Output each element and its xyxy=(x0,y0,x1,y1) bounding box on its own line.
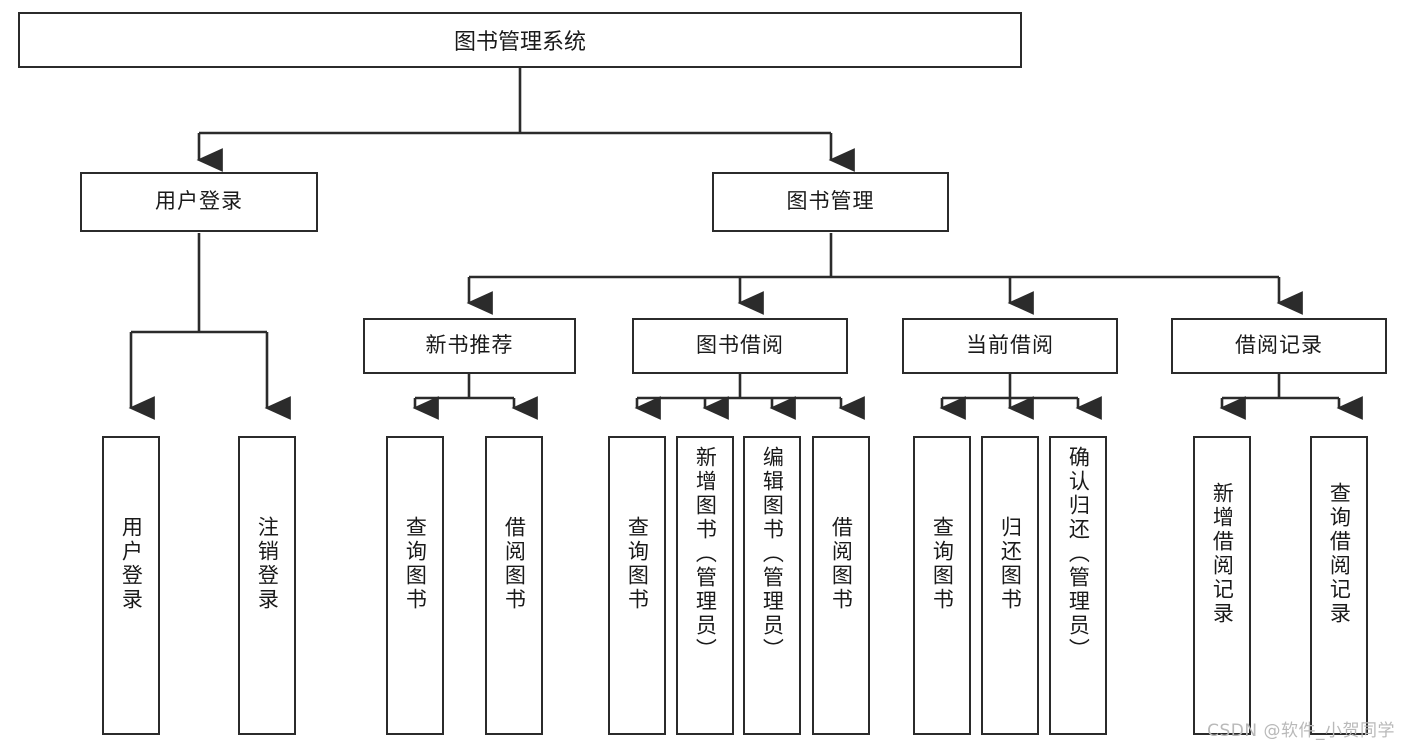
leaf-add-record[interactable]: 新增借阅记录 xyxy=(1193,436,1251,735)
node-book-manage-label: 图书管理 xyxy=(786,189,875,214)
leaf-add-book[interactable]: 新增图书（管理员） xyxy=(676,436,734,735)
leaf-confirm-return[interactable]: 确认归还（管理员） xyxy=(1049,436,1107,735)
node-book-borrow-label: 图书借阅 xyxy=(696,333,784,358)
node-user-login[interactable]: 用户登录 xyxy=(80,172,318,232)
watermark-text: CSDN @软件_小贺同学 xyxy=(1207,721,1395,741)
leaf-query-book-1[interactable]: 查询图书 xyxy=(386,436,444,735)
node-new-book-recommend[interactable]: 新书推荐 xyxy=(363,318,576,374)
node-new-book-recommend-label: 新书推荐 xyxy=(425,333,514,358)
node-book-manage[interactable]: 图书管理 xyxy=(712,172,949,232)
leaf-borrow-book-2[interactable]: 借阅图书 xyxy=(812,436,870,735)
leaf-return-book[interactable]: 归还图书 xyxy=(981,436,1039,735)
leaf-user-login-label: 用户登录 xyxy=(119,516,144,612)
node-current-borrow-label: 当前借阅 xyxy=(966,333,1054,358)
leaf-add-record-label: 新增借阅记录 xyxy=(1210,482,1235,626)
node-borrow-record[interactable]: 借阅记录 xyxy=(1171,318,1387,374)
leaf-add-book-label: 新增图书（管理员） xyxy=(693,446,718,662)
leaf-query-book-2[interactable]: 查询图书 xyxy=(608,436,666,735)
leaf-query-book-3[interactable]: 查询图书 xyxy=(913,436,971,735)
node-user-login-label: 用户登录 xyxy=(155,189,243,214)
leaf-edit-book[interactable]: 编辑图书（管理员） xyxy=(743,436,801,735)
leaf-query-book-3-label: 查询图书 xyxy=(930,516,955,612)
leaf-return-book-label: 归还图书 xyxy=(998,516,1023,612)
node-borrow-record-label: 借阅记录 xyxy=(1235,333,1323,358)
leaf-edit-book-label: 编辑图书（管理员） xyxy=(760,446,785,662)
leaf-query-book-1-label: 查询图书 xyxy=(403,516,428,612)
node-current-borrow[interactable]: 当前借阅 xyxy=(902,318,1118,374)
leaf-query-record-label: 查询借阅记录 xyxy=(1327,482,1352,626)
leaf-query-record[interactable]: 查询借阅记录 xyxy=(1310,436,1368,735)
leaf-user-login[interactable]: 用户登录 xyxy=(102,436,160,735)
leaf-user-logout[interactable]: 注销登录 xyxy=(238,436,296,735)
leaf-query-book-2-label: 查询图书 xyxy=(625,516,650,612)
leaf-borrow-book-2-label: 借阅图书 xyxy=(829,516,854,612)
node-book-borrow[interactable]: 图书借阅 xyxy=(632,318,848,374)
leaf-borrow-book-1-label: 借阅图书 xyxy=(502,516,527,612)
leaf-borrow-book-1[interactable]: 借阅图书 xyxy=(485,436,543,735)
node-root-label: 图书管理系统 xyxy=(453,30,586,55)
leaf-confirm-return-label: 确认归还（管理员） xyxy=(1066,446,1091,662)
node-root[interactable]: 图书管理系统 xyxy=(18,12,1022,68)
leaf-user-logout-label: 注销登录 xyxy=(255,516,280,612)
